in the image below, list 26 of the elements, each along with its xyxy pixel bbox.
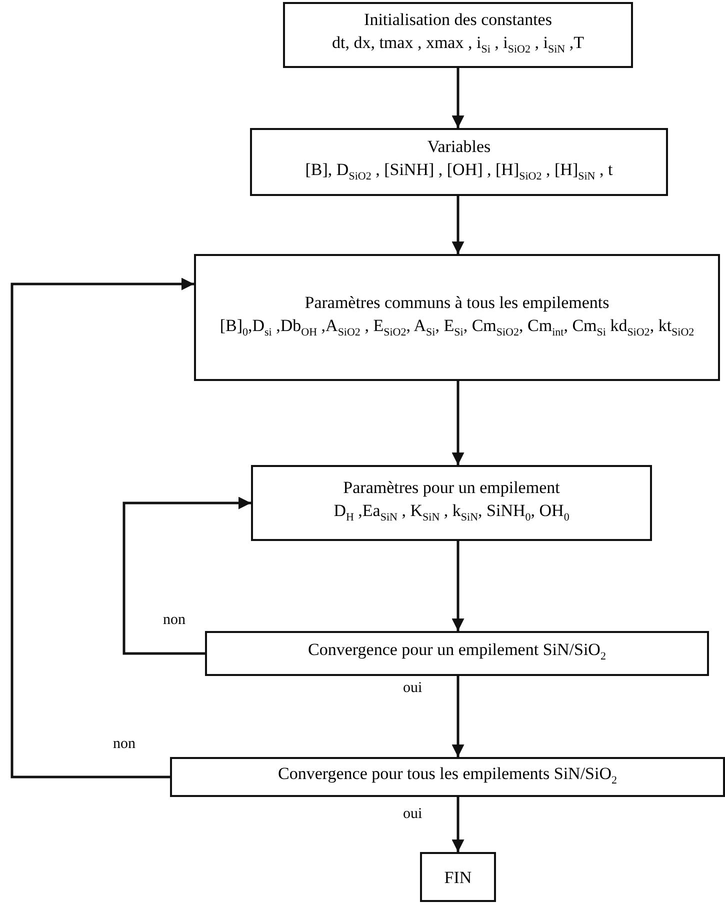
process-box xyxy=(205,631,709,676)
process-box xyxy=(420,852,496,902)
box-heading: Convergence pour tous les empilements SiN/SiO$_{2}$ xyxy=(276,762,618,788)
box-heading: FIN xyxy=(443,866,473,888)
process-box xyxy=(251,465,652,541)
box-heading: Convergence pour un empilement SiN/SiO$_{2}$ xyxy=(307,639,607,665)
arrow xyxy=(452,68,464,128)
arrow xyxy=(122,496,251,655)
box-text: [B]$_{0}$,D$_{si}$ ,Db$_{OH}$ ,A$_{SiO2}$ , E$_{SiO2}$, A$_{Si}$, E$_{Si}$, Cm$_{SiO2}$, Cm$_{int}$, Cm$_{Si}$ kd$_{SiO2}$, kt$_{SiO2}$ xyxy=(218,314,696,340)
process-box xyxy=(283,2,633,68)
box-heading: Paramètres communs à tous les empilements xyxy=(304,292,610,314)
process-box xyxy=(194,254,720,381)
arrow xyxy=(452,196,464,254)
process-box xyxy=(250,128,668,196)
box-text: [B], D$_{SiO2}$ , [SiNH] , [OH] , [H]$_{SiO2}$ , [H]$_{SiN}$ , t xyxy=(304,159,614,185)
arrow xyxy=(10,278,194,778)
box-heading: Initialisation des constantes xyxy=(363,9,553,32)
arrow xyxy=(452,381,464,465)
arrow xyxy=(452,676,464,757)
arrow xyxy=(452,797,464,852)
box-heading: Paramètres pour un empilement xyxy=(342,477,561,500)
process-box xyxy=(170,757,725,797)
box-text: dt, dx, tmax , xmax , i$_{Si}$ , i$_{SiO2}$ , i$_{SiN}$ ,T xyxy=(330,32,585,58)
box-heading: Variables xyxy=(426,136,492,158)
arrow xyxy=(452,541,464,631)
box-text: D$_{H}$ ,Ea$_{SiN}$ , K$_{SiN}$ , k$_{SiN}$, SiNH$_{0}$, OH$_{0}$ xyxy=(332,500,570,526)
